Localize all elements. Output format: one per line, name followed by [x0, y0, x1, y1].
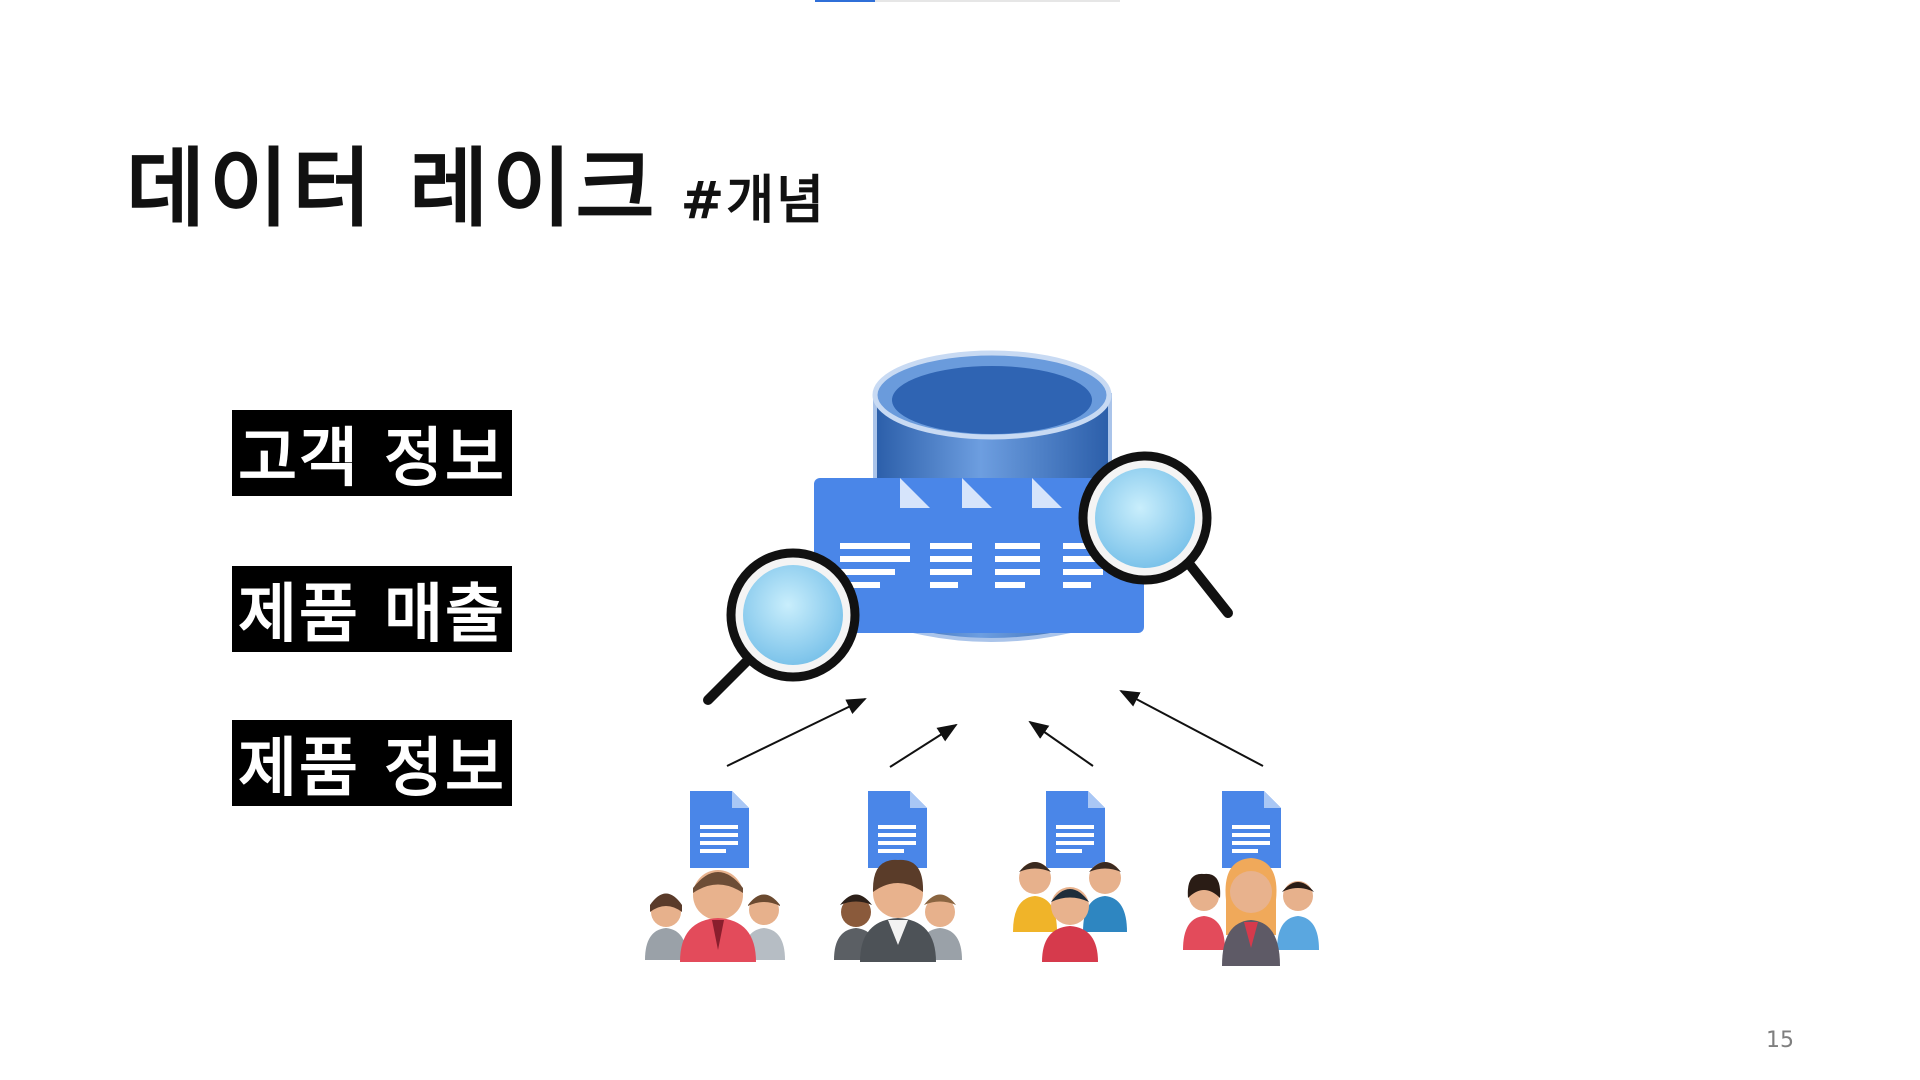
source-group-3	[1013, 791, 1127, 962]
source-group-1	[645, 791, 785, 962]
arrows	[726, 690, 1264, 768]
source-group-4	[1183, 791, 1319, 966]
label-product-sales: 제품 매출	[232, 566, 512, 652]
arrow-icon	[726, 698, 867, 767]
label-customer-info: 고객 정보	[232, 410, 512, 496]
document-panel-icon	[814, 478, 1144, 633]
magnifier-icon	[1078, 451, 1233, 618]
document-icon	[868, 791, 927, 868]
label-product-info: 제품 정보	[232, 720, 512, 806]
arrow-icon	[889, 723, 958, 768]
page-number: 15	[1766, 1028, 1794, 1053]
arrow-icon	[1119, 690, 1264, 767]
magnifier-icon	[703, 548, 860, 705]
slide-progress-fill	[815, 0, 875, 2]
slide-progress-bar	[815, 0, 1120, 2]
people-group-icon	[834, 859, 962, 962]
document-icon	[1046, 791, 1105, 868]
title-main: 데이터 레이크	[126, 139, 659, 239]
people-group-icon	[1183, 858, 1319, 966]
page-title: 데이터 레이크 #개념	[126, 118, 826, 243]
document-icon	[690, 791, 749, 868]
people-group-icon	[645, 870, 785, 962]
arrow-icon	[1028, 720, 1094, 767]
title-tag: #개념	[680, 171, 826, 231]
source-group-2	[834, 791, 962, 962]
people-group-icon	[1013, 862, 1127, 962]
document-icon	[1222, 791, 1281, 868]
